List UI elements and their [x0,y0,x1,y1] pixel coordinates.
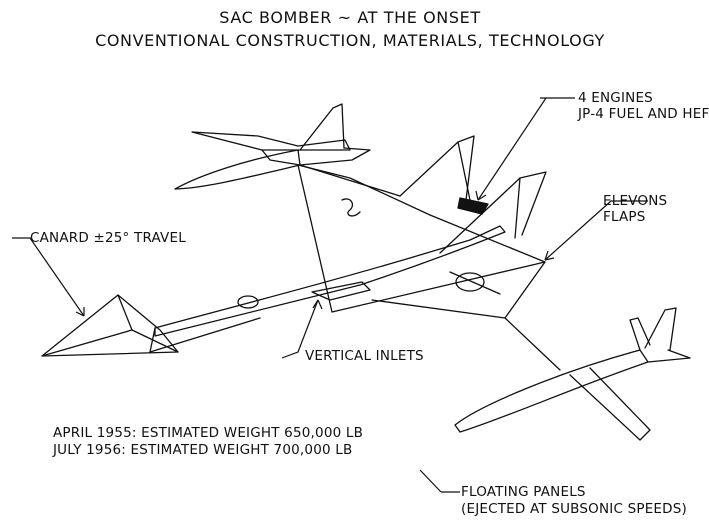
diagram-subtitle: CONVENTIONAL CONSTRUCTION, MATERIALS, TE… [95,31,605,50]
vertical-tails [399,135,547,254]
engines-fuel-label: JP-4 FUEL AND HEF [578,106,709,122]
weight-row-1956: JULY 1956: ESTIMATED WEIGHT 700,000 LB [53,442,353,458]
vertical-inlets-label: VERTICAL INLETS [305,348,424,364]
leader-lines [12,97,648,493]
lower-floating-panel [454,307,691,441]
elevons-label: ELEVONS [603,193,668,209]
weight-row-1955: APRIL 1955: ESTIMATED WEIGHT 650,000 LB [53,425,364,441]
engine-block [457,197,489,215]
canard [41,294,179,357]
upper-floating-panel [174,103,371,190]
main-wing [297,164,561,371]
diagram-title: SAC BOMBER ~ AT THE ONSET [219,8,481,27]
floating-panels-label: FLOATING PANELS [461,484,586,500]
vertical-inlets [311,281,371,301]
flaps-label: FLAPS [603,209,646,225]
engines-label: 4 ENGINES [578,90,653,106]
floating-panels-note: (EJECTED AT SUBSONIC SPEEDS) [461,501,687,517]
canard-label: CANARD ±25° TRAVEL [30,230,186,246]
